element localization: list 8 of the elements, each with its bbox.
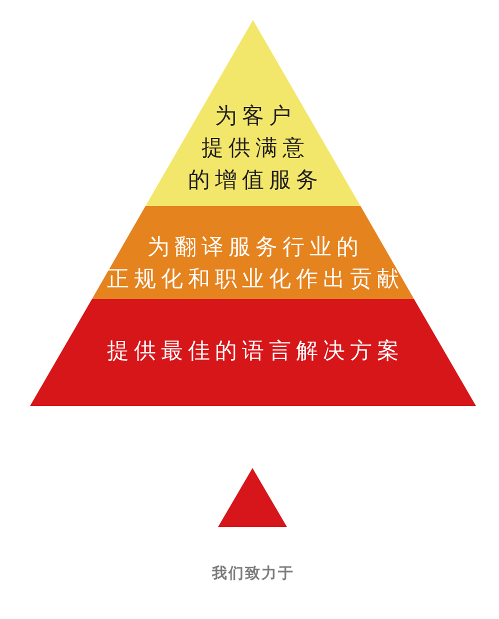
caption-text: 我们致力于	[212, 563, 294, 583]
pyramid-tier	[145, 20, 361, 206]
tier-text: 为翻译服务行业的正规化和职业化作出贡献	[106, 234, 405, 294]
tier-text: 提供最佳的语言解决方案	[106, 338, 405, 366]
pyramid-tier	[30, 299, 476, 406]
pyramid-tier	[92, 206, 414, 299]
tier-text: 为客户提供满意的增值服务	[187, 103, 324, 195]
triangle-icon	[218, 468, 287, 527]
